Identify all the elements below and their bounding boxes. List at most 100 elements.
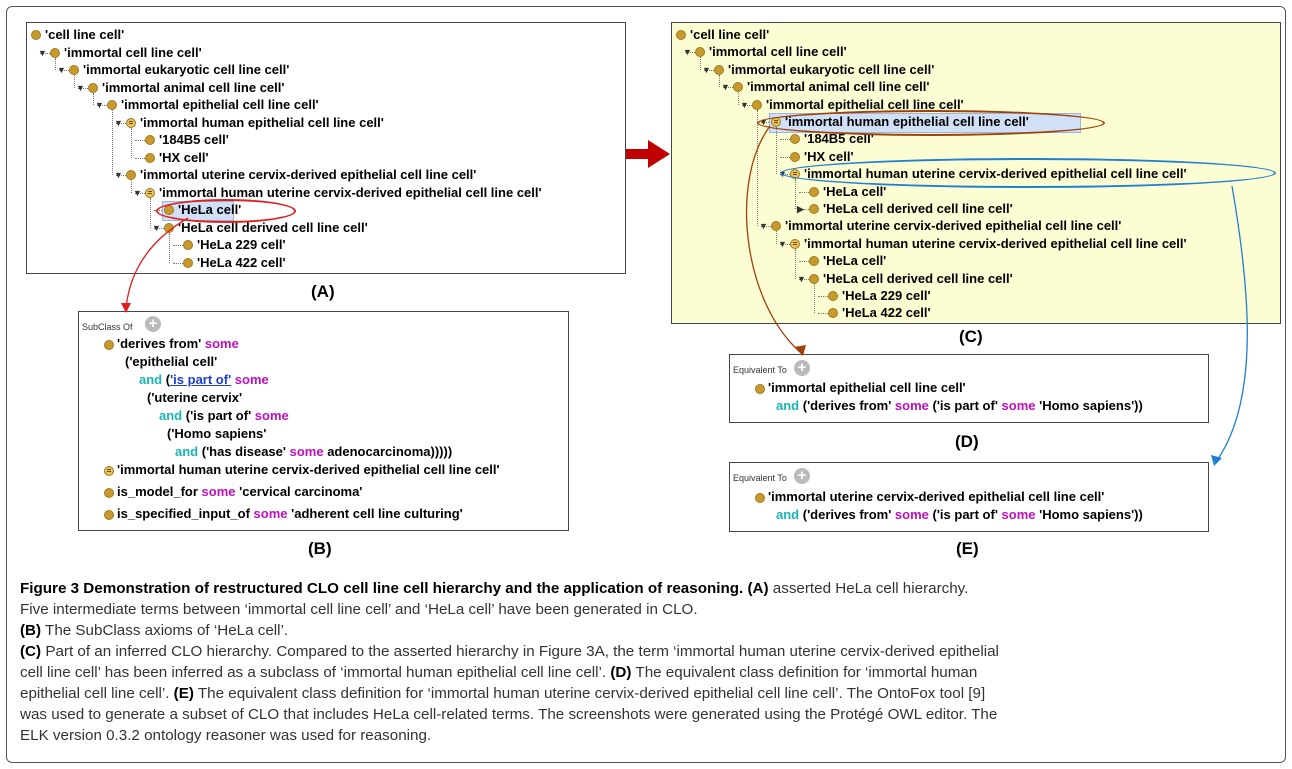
collapse-icon[interactable]: ▼ xyxy=(114,170,123,180)
red-arrowhead xyxy=(121,303,131,313)
expand-icon[interactable]: ▶ xyxy=(797,204,804,214)
tree-node[interactable]: ▼ 'immortal cell line cell' xyxy=(672,42,1278,62)
collapse-icon[interactable]: ▼ xyxy=(683,47,692,58)
panel-d-label: (D) xyxy=(955,432,979,451)
tree-node-label: '184B5 cell' xyxy=(804,131,874,147)
tree-node[interactable]: ▶ 'HeLa cell derived cell line cell' xyxy=(672,199,1278,219)
collapse-icon[interactable]: ▼ xyxy=(38,47,47,58)
tree-node[interactable]: ▼'immortal human uterine cervix-derived … xyxy=(672,234,1278,254)
tree-node-label: 'immortal cell line cell' xyxy=(709,44,847,60)
tree-node-label: 'immortal human epithelial cell line cel… xyxy=(140,114,384,130)
tree-node[interactable]: ▼'HeLa cell derived cell line cell' xyxy=(672,269,1278,289)
collapse-icon[interactable]: ▼ xyxy=(759,221,768,232)
tree-guide-line xyxy=(131,127,132,158)
tree-connector xyxy=(780,139,790,141)
tree-node[interactable]: 'HX cell' xyxy=(27,148,623,168)
collapse-icon[interactable]: ▼ xyxy=(57,65,66,75)
collapse-icon[interactable]: ▼ xyxy=(740,99,749,110)
tree-node[interactable]: ▼ 'immortal cell line cell' xyxy=(27,43,623,63)
tree-node-label: 'cell line cell' xyxy=(45,27,125,42)
axiom-term: ('has disease' xyxy=(201,444,286,459)
tree-node[interactable]: ▼'immortal animal cell line cell' xyxy=(27,78,623,98)
class-icon xyxy=(752,99,762,110)
tree-node[interactable]: ▼'immortal eukaryotic cell line cell' xyxy=(27,60,623,80)
axiom-line: and ('derives from' some ('is part of' s… xyxy=(776,506,1143,524)
tree-node[interactable]: ▼'immortal uterine cervix-derived epithe… xyxy=(27,165,623,185)
tree-node[interactable]: ▼ 'immortal uterine cervix-derived epithe… xyxy=(672,216,1278,236)
tree-node[interactable]: 'HeLa 229 cell' xyxy=(27,235,623,255)
tree-node-label: 'HeLa 422 cell' xyxy=(197,254,286,270)
tree-guide-line xyxy=(776,231,777,244)
panel-a-tree: 'cell line cell' ▼ 'immortal cell line cel… xyxy=(26,22,626,274)
tree-guide-line xyxy=(814,283,815,314)
tree-node[interactable]: '184B5 cell' xyxy=(27,130,623,150)
tree-node[interactable]: 'HeLa 422 cell' xyxy=(672,303,1278,323)
class-icon xyxy=(126,170,136,180)
axiom-line: ('uterine cervix' xyxy=(147,390,243,405)
tree-node[interactable]: ▼'immortal epithelial cell line cell' xyxy=(27,95,623,115)
equivalent-class-icon xyxy=(104,466,114,476)
class-icon xyxy=(755,384,765,394)
tree-node[interactable]: ▼ 'immortal animal cell line cell' xyxy=(672,77,1278,97)
axiom-line: is_specified_input_of some 'adherent cel… xyxy=(117,505,463,523)
tree-node[interactable]: ▼'immortal human uterine cervix-derived … xyxy=(27,183,623,203)
collapse-icon[interactable]: ▼ xyxy=(702,64,711,75)
caption-text: The equivalent class definition for ‘imm… xyxy=(631,664,978,681)
panel-c-label: (C) xyxy=(959,327,983,346)
tree-node-label: '184B5 cell' xyxy=(159,132,229,147)
tree-node[interactable]: 'HeLa cell' xyxy=(672,182,1278,202)
tree-connector xyxy=(116,122,126,124)
tree-node[interactable]: 'HeLa cell' xyxy=(672,251,1278,271)
tree-node-label: 'immortal animal cell line cell' xyxy=(747,79,930,95)
collapse-icon[interactable]: ▼ xyxy=(95,100,104,110)
axiom-term: ('derives from' xyxy=(802,507,892,522)
keyword: some xyxy=(1001,507,1036,522)
tree-node[interactable]: 'HeLa 422 cell' xyxy=(27,253,623,273)
tree-node-label: 'HeLa cell derived cell line cell' xyxy=(823,201,1013,216)
tree-node-label: 'HeLa cell derived cell line cell' xyxy=(178,219,368,235)
collapse-icon[interactable]: ▼ xyxy=(114,117,123,128)
collapse-icon[interactable]: ▼ xyxy=(76,82,85,93)
tree-guide-line xyxy=(738,92,739,105)
tree-connector xyxy=(780,243,790,245)
collapse-icon[interactable]: ▼ xyxy=(133,187,142,198)
tree-node[interactable]: ▼'immortal epithelial cell line cell' xyxy=(672,95,1278,115)
tree-node[interactable]: 'HeLa 229 cell' xyxy=(672,286,1278,306)
tree-connector xyxy=(742,104,752,106)
tree-node-label: 'immortal uterine cervix-derived epithel… xyxy=(785,218,1122,234)
tree-guide-line xyxy=(131,180,132,193)
tree-node-label: 'HeLa cell' xyxy=(823,253,887,269)
add-icon[interactable]: + xyxy=(794,468,810,484)
tree-node-label: 'immortal cell line cell' xyxy=(64,44,202,60)
axiom-line: 'immortal epithelial cell line cell' xyxy=(768,380,966,395)
keyword: some xyxy=(254,408,289,423)
add-icon[interactable]: + xyxy=(145,316,161,332)
defined-class-icon xyxy=(145,187,155,198)
tree-node[interactable]: ▼ 'immortal human epithelial cell line ce… xyxy=(27,113,623,133)
tree-connector xyxy=(799,191,809,193)
panel-e-equivalent: Equivalent To + 'immortal uterine cervix… xyxy=(729,462,1209,532)
caption-title: Figure 3 Demonstration of restructured C… xyxy=(20,580,744,597)
axiom-term: is_specified_input_of xyxy=(117,506,250,521)
tree-node[interactable]: 'cell line cell' xyxy=(672,25,1278,45)
tree-node[interactable]: 'HX cell' xyxy=(672,147,1278,167)
tree-guide-line xyxy=(74,75,75,88)
add-icon[interactable]: + xyxy=(794,360,810,376)
axiom-line: and ('is part of' some xyxy=(159,407,289,425)
tree-node[interactable]: 'cell line cell' xyxy=(27,25,623,45)
tree-node[interactable]: ▼'immortal eukaryotic cell line cell' xyxy=(672,60,1278,80)
blue-arrowhead xyxy=(1211,455,1222,466)
property-link[interactable]: 'is part of' xyxy=(170,372,232,387)
tree-node[interactable]: '184B5 cell' xyxy=(672,129,1278,149)
tree-connector xyxy=(799,209,809,210)
axiom-term: ('is part of' xyxy=(932,507,998,522)
collapse-icon[interactable]: ▼ xyxy=(797,273,806,284)
hela-cell-highlight-ellipse xyxy=(156,199,296,223)
collapse-icon[interactable]: ▼ xyxy=(152,222,161,233)
panel-d-header: Equivalent To xyxy=(733,365,787,375)
collapse-icon[interactable]: ▼ xyxy=(778,238,787,249)
defined-class-icon xyxy=(790,238,800,249)
axiom-line: 'immortal uterine cervix-derived epithel… xyxy=(768,489,1105,504)
tree-guide-line xyxy=(112,110,113,175)
collapse-icon[interactable]: ▼ xyxy=(721,82,730,93)
